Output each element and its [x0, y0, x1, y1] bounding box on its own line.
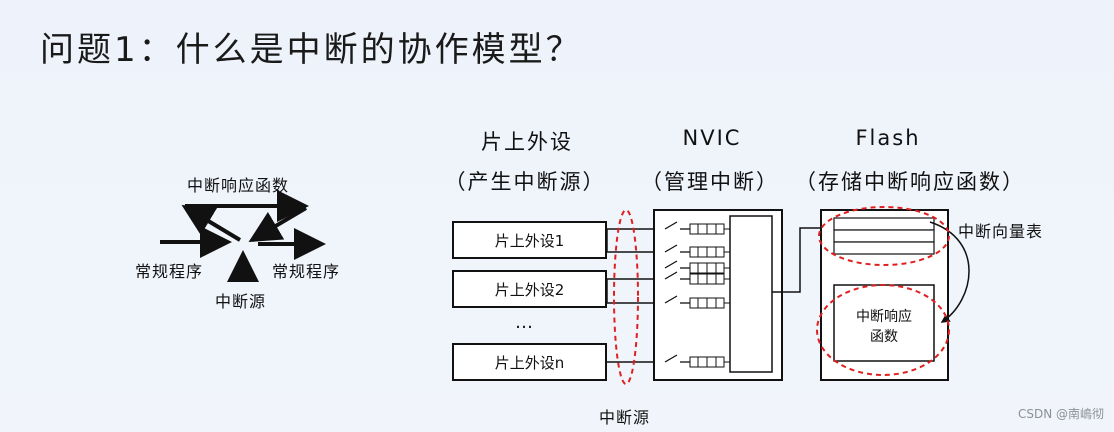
page-title: 问题1：什么是中断的协作模型？: [40, 30, 583, 70]
arrow-to-isr: [181, 204, 242, 242]
source-label: 中断源: [599, 408, 651, 427]
peripheral-box-2: 片上外设2: [452, 270, 607, 308]
nvic-inner-block: [729, 215, 773, 373]
nvic-to-flash-line: [772, 223, 834, 293]
triangle-left-label: 常规程序: [135, 262, 204, 281]
flash-subheader: （存储中断响应函数）: [795, 170, 1025, 194]
isr-label-line1: 中断响应: [856, 309, 912, 325]
peripheral-box-1: 片上外设1: [452, 221, 607, 259]
vector-table: [833, 217, 935, 255]
peripheral-header: 片上外设: [481, 130, 573, 154]
source-highlight: [613, 209, 639, 385]
flash-header: Flash: [855, 126, 921, 150]
nvic-register-links: [724, 228, 730, 363]
nvic-switches: [664, 221, 690, 363]
collaboration-triangle: [160, 190, 326, 282]
arrow-isr-return: [248, 206, 308, 243]
triangle-bottom-label: 中断源: [215, 292, 267, 311]
vector-table-highlight: [818, 206, 950, 266]
peripheral-subheader: （产生中断源）: [444, 170, 606, 194]
triangle-top-label: 中断响应函数: [187, 176, 290, 195]
isr-highlight: [816, 284, 950, 376]
nvic-subheader: （管理中断）: [641, 170, 779, 194]
isr-label-line2: 函数: [870, 329, 898, 345]
vector-table-label: 中断向量表: [958, 222, 1044, 241]
peripheral-ellipsis: …: [515, 312, 533, 333]
watermark: CSDN @南嶋彻: [1017, 407, 1104, 421]
isr-box: [833, 284, 935, 362]
vector-to-isr-arrow: [929, 221, 970, 323]
nvic-header: NVIC: [682, 126, 742, 150]
triangle-right-label: 常规程序: [272, 262, 341, 281]
peripheral-box-n: 片上外设n: [452, 343, 607, 381]
